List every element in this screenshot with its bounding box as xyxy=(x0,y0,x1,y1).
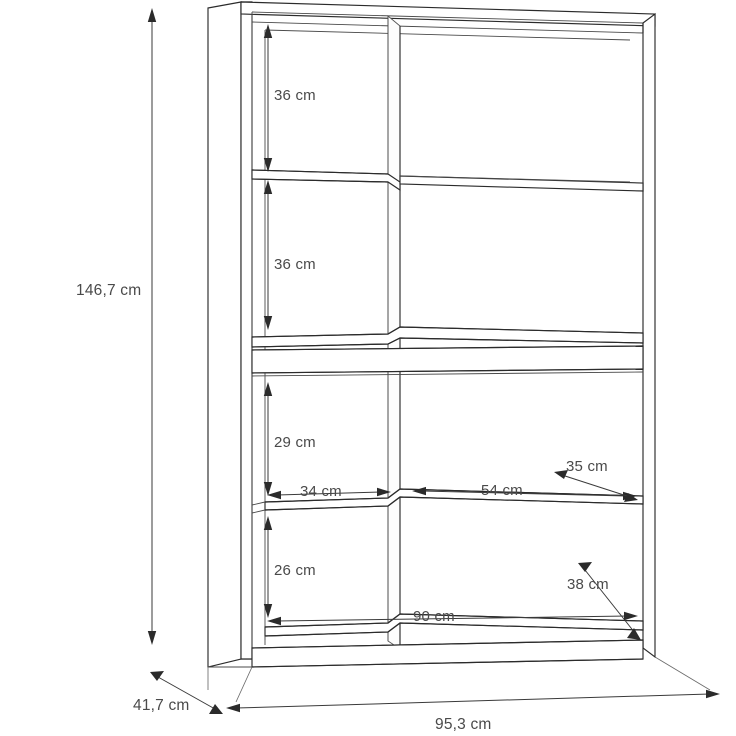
dimension-label-row2-height: 36 cm xyxy=(274,256,316,273)
dimension-row3-height: 29 cm xyxy=(263,382,316,496)
dimension-label-overall-height: 146,7 cm xyxy=(76,282,141,299)
dimension-label-inner-bottom-width: 90 cm xyxy=(413,608,455,625)
dimension-label-left-compartment-width: 34 cm xyxy=(300,483,342,500)
dimension-inner-bottom-width: 90 cm xyxy=(267,608,638,626)
dimension-right-compartment-width: 54 cm xyxy=(412,482,637,501)
dimension-label-row3-height: 29 cm xyxy=(274,434,316,451)
dimension-upper-shelf-depth: 35 cm xyxy=(554,458,638,502)
dimension-label-overall-width: 95,3 cm xyxy=(435,716,492,733)
dimension-left-compartment-width: 34 cm xyxy=(267,483,391,500)
dimension-label-row1-height: 36 cm xyxy=(274,87,316,104)
right-side-panel xyxy=(642,12,656,659)
dimension-overall-height: 146,7 cm xyxy=(76,8,157,645)
middle-drawer-band xyxy=(251,326,644,377)
dimension-label-upper-shelf-depth: 35 cm xyxy=(566,458,608,475)
shelf-row1-row2 xyxy=(251,169,644,192)
dimension-label-lower-shelf-depth: 38 cm xyxy=(567,576,609,593)
cabinet-body xyxy=(207,1,656,668)
dimension-row4-height: 26 cm xyxy=(263,516,316,618)
top-panel xyxy=(240,1,656,34)
dimension-label-overall-depth: 41,7 cm xyxy=(133,697,190,714)
witness-lines xyxy=(207,656,711,703)
interior-top-edge xyxy=(264,29,631,41)
dimension-label-right-compartment-width: 54 cm xyxy=(481,482,523,499)
dimension-overall-width: 95,3 cm xyxy=(226,689,720,733)
dimension-label-row4-height: 26 cm xyxy=(274,562,316,579)
dimension-row1-height: 36 cm xyxy=(263,24,316,172)
bottom-panel-plinth xyxy=(208,613,644,668)
dimension-row2-height: 36 cm xyxy=(263,180,316,330)
left-side-panel xyxy=(207,1,253,668)
dimension-lower-shelf-depth: 38 cm xyxy=(567,562,641,640)
dimension-overall-depth: 41,7 cm xyxy=(133,671,223,714)
